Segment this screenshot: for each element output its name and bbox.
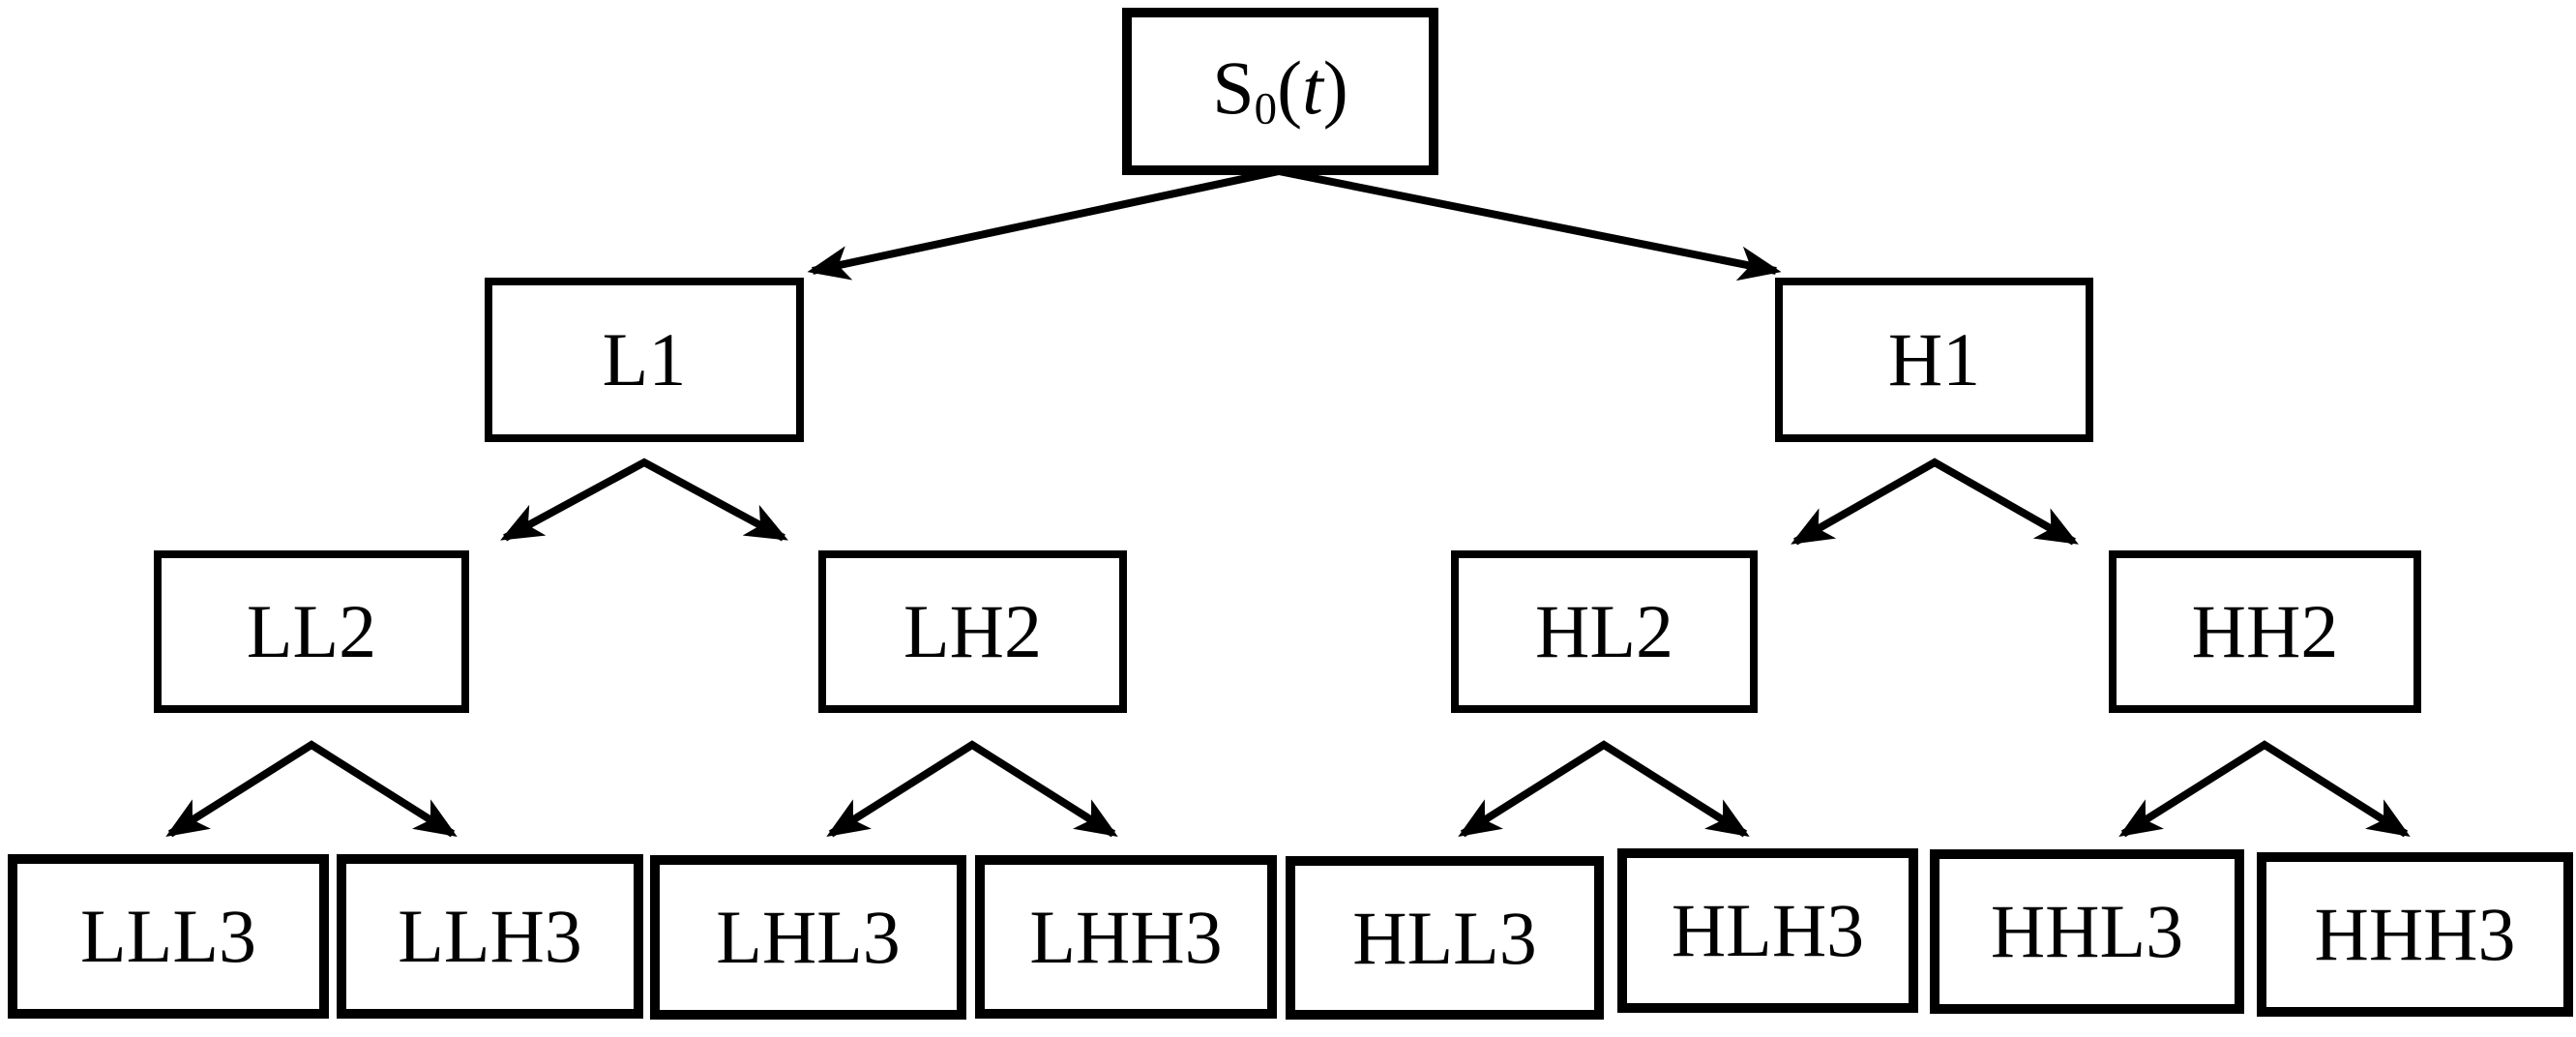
node-hhh3-label: HHH3 xyxy=(2314,892,2516,976)
node-hl2-label: HL2 xyxy=(1535,589,1673,673)
edge-hl2-to-hll3-hlh3 xyxy=(1458,740,1750,838)
node-lhl3-label: LHL3 xyxy=(716,895,901,979)
node-l1-label: L1 xyxy=(602,317,687,401)
node-lll3: LLL3 xyxy=(8,854,329,1019)
root-label-close-paren: ) xyxy=(1322,45,1348,131)
node-hhh3: HHH3 xyxy=(2257,852,2573,1017)
node-llh3: LLH3 xyxy=(337,854,643,1019)
node-h1: H1 xyxy=(1775,278,2093,442)
node-llh3-label: LLH3 xyxy=(398,894,582,978)
node-s0t: S0(t) xyxy=(1122,8,1438,175)
node-ll2-label: LL2 xyxy=(246,589,377,673)
edge-hh2-to-hhl3-hhh3 xyxy=(2118,740,2411,838)
node-lhh3-label: LHH3 xyxy=(1029,894,1223,979)
node-h1-label: H1 xyxy=(1887,317,1981,401)
node-lh2: LH2 xyxy=(818,550,1127,713)
root-label-subscript: 0 xyxy=(1254,83,1278,134)
root-label-base: S xyxy=(1212,45,1255,131)
node-s0t-label: S0(t) xyxy=(1212,50,1347,132)
root-label-open-paren: ( xyxy=(1277,45,1303,131)
edge-lh2-to-lhl3-lhh3 xyxy=(826,740,1118,838)
edge-l1-to-ll2-lh2 xyxy=(500,458,788,542)
node-hl2: HL2 xyxy=(1451,550,1758,713)
edge-ll2-to-lll3-llh3 xyxy=(165,740,458,838)
node-lh2-label: LH2 xyxy=(903,589,1042,673)
node-hhl3: HHL3 xyxy=(1930,849,2244,1014)
node-lhl3: LHL3 xyxy=(650,855,966,1020)
node-hlh3: HLH3 xyxy=(1617,848,1918,1013)
node-hll3: HLL3 xyxy=(1286,856,1604,1020)
node-lll3-label: LLL3 xyxy=(80,894,256,978)
node-lhh3: LHH3 xyxy=(975,855,1277,1019)
node-hlh3-label: HLH3 xyxy=(1671,888,1865,972)
root-label-variable: t xyxy=(1302,45,1323,131)
edge-root-to-l1-h1 xyxy=(807,166,1782,281)
node-hhl3-label: HHL3 xyxy=(1990,889,2184,973)
node-hll3-label: HLL3 xyxy=(1352,895,1537,980)
node-hh2: HH2 xyxy=(2109,550,2421,713)
node-hh2-label: HH2 xyxy=(2191,589,2339,673)
node-ll2: LL2 xyxy=(154,550,469,713)
edge-h1-to-hl2-hh2 xyxy=(1791,458,2079,546)
node-l1: L1 xyxy=(485,278,804,442)
